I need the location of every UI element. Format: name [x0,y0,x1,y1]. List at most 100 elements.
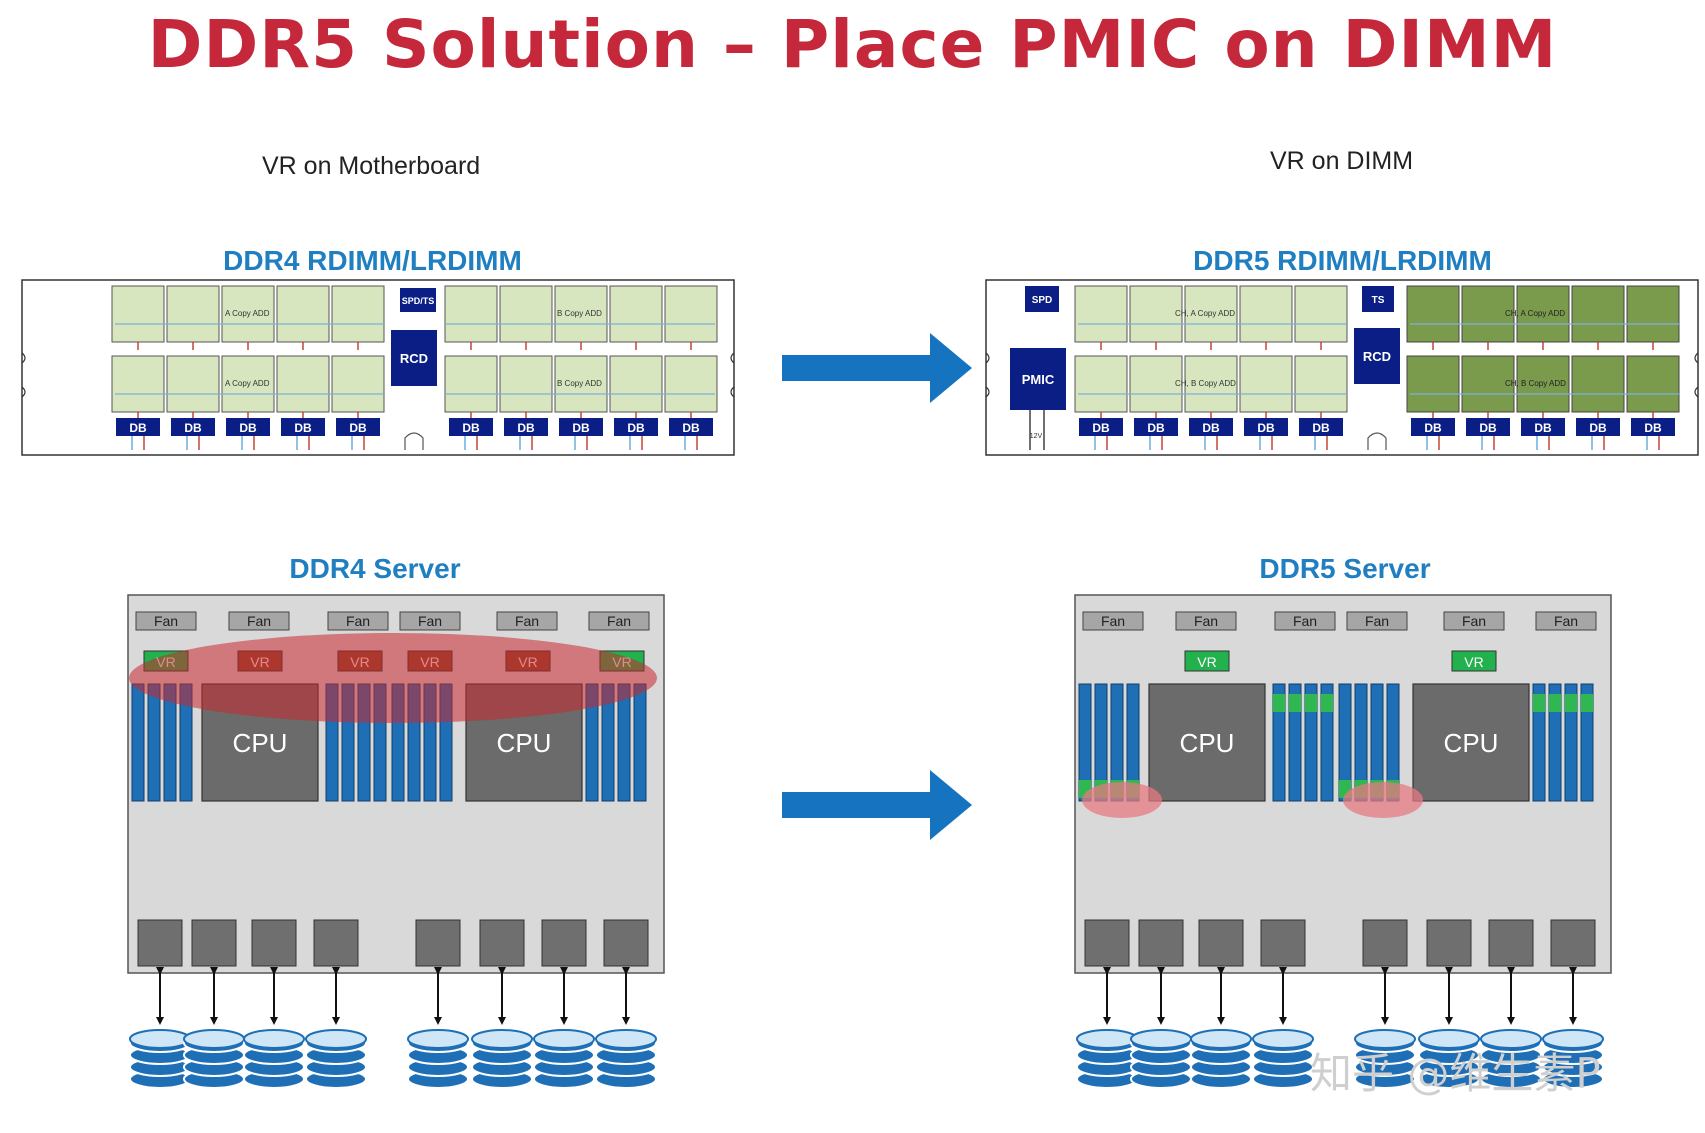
left-dram-chip [111,285,165,343]
right-dimm-key [1367,432,1387,450]
left-db-chip [116,418,160,436]
left-disk-top [595,1029,657,1049]
left-rcd-chip [391,330,437,386]
right-disk-top [1418,1029,1480,1049]
left-db-label: DB [572,421,590,435]
right-bank-label: CH, B Copy ADD [1505,379,1566,388]
left-io-controller [603,919,649,967]
right-pmic-on-dimm [1305,694,1317,712]
left-disk-top [183,1029,245,1049]
left-spd-label: SPD/TS [402,296,435,306]
left-dram-chip [499,285,553,343]
dimm-transition-arrow [782,333,972,403]
left-dram-chip [554,355,608,413]
right-io-controller [1426,919,1472,967]
left-db-chip [504,418,548,436]
left-dimm-slot [633,683,647,802]
right-pmic-on-dimm [1549,694,1561,712]
right-cpu-label: CPU [1444,728,1499,758]
left-dimm-notch [730,352,735,364]
right-db-label: DB [1589,421,1607,435]
right-io-controller [1198,919,1244,967]
right-hotspot [1082,782,1162,818]
right-dram-chip [1239,285,1293,343]
left-fan [588,611,650,631]
right-cpu [1148,683,1266,802]
left-fan-label: Fan [515,613,539,629]
right-db-chip [1411,418,1455,436]
left-caption: VR on Motherboard [262,152,481,180]
right-spd-chip [1025,286,1059,312]
left-dram-chip [664,355,718,413]
right-pmic-on-dimm [1581,694,1593,712]
page-title: DDR5 Solution – Place PMIC on DIMM [147,6,1558,83]
ddr5-server-title: DDR5 Server [1259,553,1431,584]
right-io-controller [1084,919,1130,967]
right-dimm-slot [1272,683,1286,802]
ddr5-dimm-title: DDR5 RDIMM/LRDIMM [1193,245,1492,276]
left-dimm-slot [617,683,631,802]
right-db-chip [1079,418,1123,436]
right-dimm-notch [1694,352,1699,364]
left-db-label: DB [462,421,480,435]
left-disk-top [533,1029,595,1049]
left-disk-top [305,1029,367,1049]
right-io-controller [1362,919,1408,967]
left-dram-chip [444,355,498,413]
left-db-chip [336,418,380,436]
left-db-label: DB [184,421,202,435]
left-db-chip [614,418,658,436]
right-dram-chip [1129,285,1183,343]
ddr4-dimm-title: DDR4 RDIMM/LRDIMM [223,245,522,276]
right-fan-label: Fan [1194,613,1218,629]
right-caption: VR on DIMM [1270,147,1414,175]
left-io-controller [541,919,587,967]
right-fan [1535,611,1597,631]
right-vr-label: VR [1197,654,1216,670]
left-db-label: DB [627,421,645,435]
right-bank-label: CH, A Copy ADD [1505,309,1565,318]
right-dram-chip [1406,355,1460,413]
left-dimm-notch [730,386,735,398]
left-io-controller [479,919,525,967]
left-dram-chip [221,355,275,413]
left-db-label: DB [294,421,312,435]
right-dimm-notch [985,386,990,398]
right-db-chip [1189,418,1233,436]
left-dram-chip [276,285,330,343]
left-dram-chip [111,355,165,413]
right-spd-label: SPD [1032,295,1053,306]
right-fan-label: Fan [1462,613,1486,629]
right-dimm-slot [1532,683,1546,802]
right-dram-chip [1626,285,1680,343]
right-dimm-slot [1564,683,1578,802]
right-dram-chip [1184,285,1238,343]
server-transition-arrow [782,770,972,840]
left-dram-chip [609,285,663,343]
left-fan [496,611,558,631]
left-fan-label: Fan [154,613,178,629]
left-dimm-key [404,432,424,450]
right-db-label: DB [1479,421,1497,435]
left-db-chip [449,418,493,436]
right-io-controller [1260,919,1306,967]
left-db-label: DB [517,421,535,435]
right-db-label: DB [1202,421,1220,435]
left-disk-top [471,1029,533,1049]
right-dimm-notch [1694,386,1699,398]
left-fan [327,611,389,631]
right-fan [1443,611,1505,631]
left-dimm-notch [21,386,26,398]
left-db-chip [171,418,215,436]
right-disk-top [1130,1029,1192,1049]
right-pmic-on-dimm [1533,694,1545,712]
right-fan [1346,611,1408,631]
left-dimm-slot [147,683,161,802]
right-rcd-chip [1354,328,1400,384]
right-dimm-slot [1304,683,1318,802]
left-dimm-notch [21,352,26,364]
right-dram-chip [1184,355,1238,413]
left-db-chip [226,418,270,436]
right-vr-module [1184,650,1230,672]
